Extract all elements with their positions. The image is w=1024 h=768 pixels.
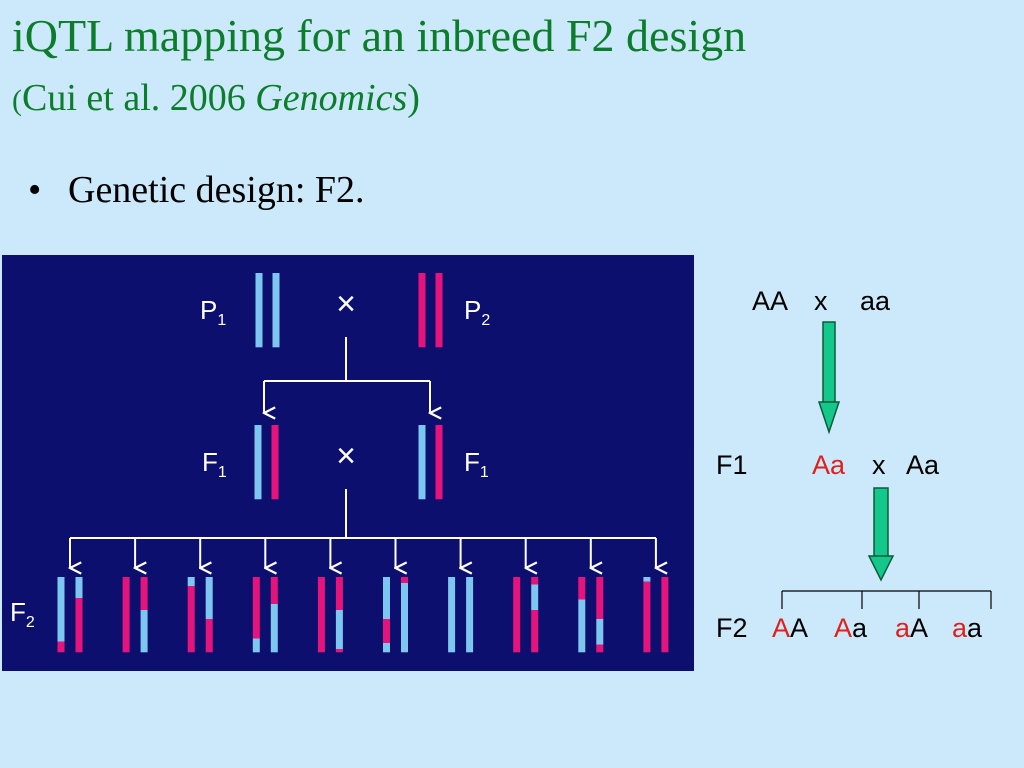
chromosome-f2-7-a (448, 577, 456, 653)
chromosome-f2-1-a (57, 577, 65, 653)
bullet-point: • Genetic design: F2. (28, 166, 365, 214)
f1-genotype-right: Aa (906, 450, 940, 480)
chromosome-p2-a (418, 273, 426, 348)
chromosome-p2-b (435, 273, 443, 348)
label-p1: P1 (200, 295, 226, 329)
chromosome-f2-6-b (401, 577, 408, 653)
chromosome-f2-4-b (270, 577, 278, 653)
chromosome-f2-2-a (122, 577, 130, 653)
f2-label: F2 (716, 613, 748, 643)
bullet-text: Genetic design: F2. (68, 169, 365, 211)
cross-symbol-parents: × (336, 285, 356, 323)
subtitle-paren-open: ( (12, 84, 22, 117)
f2-genotype-aa-2: Aa (834, 613, 868, 643)
parent-cross-x: x (814, 286, 828, 316)
chromosome-f2-5-a (317, 577, 325, 653)
chromosome-f2-3-b (205, 577, 213, 653)
chromosomes (57, 273, 669, 653)
label-f1-left: F1 (202, 447, 227, 481)
chromosome-f2-7-b (466, 577, 474, 653)
chromosome-f2-10-b (661, 577, 669, 653)
chromosome-f1-right-a (418, 425, 426, 500)
f1-genotype-left: Aa (812, 450, 846, 480)
subtitle-citation: Cui et al. 2006 (22, 77, 256, 119)
slide-title: iQTL mapping for an inbreed F2 design (12, 10, 747, 61)
chromosome-f2-4-a (252, 577, 260, 653)
parent-genotype-left: AA (752, 286, 789, 316)
chromosome-f2-5-b (335, 577, 343, 653)
f2-genotype-aa-1: AA (772, 613, 809, 643)
label-f1-right: F1 (464, 447, 489, 481)
chromosome-f2-3-a (187, 577, 195, 653)
f1-cross-x: x (872, 450, 886, 480)
chromosome-f2-2-b (140, 577, 148, 653)
cross-symbol-f1: × (336, 437, 356, 475)
chromosome-f2-10-a (643, 577, 651, 653)
chromosome-f2-9-a (578, 577, 586, 653)
cross-diagram-svg: P1 P2 F1 F1 F2 × × (10, 273, 669, 653)
f2-genotype-aa-4: aa (952, 613, 983, 643)
bullet-dot-icon: • (28, 169, 42, 211)
chromosome-f2-9-b (596, 577, 604, 653)
f2-arrows (70, 538, 656, 568)
chromosome-f1-right-b (435, 425, 443, 500)
label-p2: P2 (464, 295, 490, 329)
chromosome-p1-b (272, 273, 280, 348)
chromosome-p1-a (255, 273, 263, 348)
chromosome-f2-8-b (531, 577, 539, 653)
chromosome-f2-8-a (513, 577, 521, 653)
chromosome-f2-6-a (383, 577, 390, 653)
parent-genotype-right: aa (860, 286, 891, 316)
scheme-arrow-1-icon (817, 321, 841, 435)
f2-genotype-aa-3: aA (895, 613, 929, 643)
chromosome-f1-left-b (271, 425, 279, 500)
f1-label: F1 (716, 450, 748, 480)
f2-cross-diagram: P1 P2 F1 F1 F2 × × (2, 255, 694, 671)
connector-lines (70, 337, 656, 539)
slide-subtitle: (Cui et al. 2006 Genomics) (12, 76, 420, 123)
chromosome-f2-1-b (75, 577, 83, 653)
subtitle-journal: Genomics (255, 77, 408, 119)
f2-bracket (781, 590, 992, 609)
subtitle-paren-close: ) (407, 77, 420, 119)
chromosome-f1-left-a (254, 425, 262, 500)
scheme-arrow-2-icon (867, 487, 895, 582)
label-f2: F2 (10, 597, 35, 631)
